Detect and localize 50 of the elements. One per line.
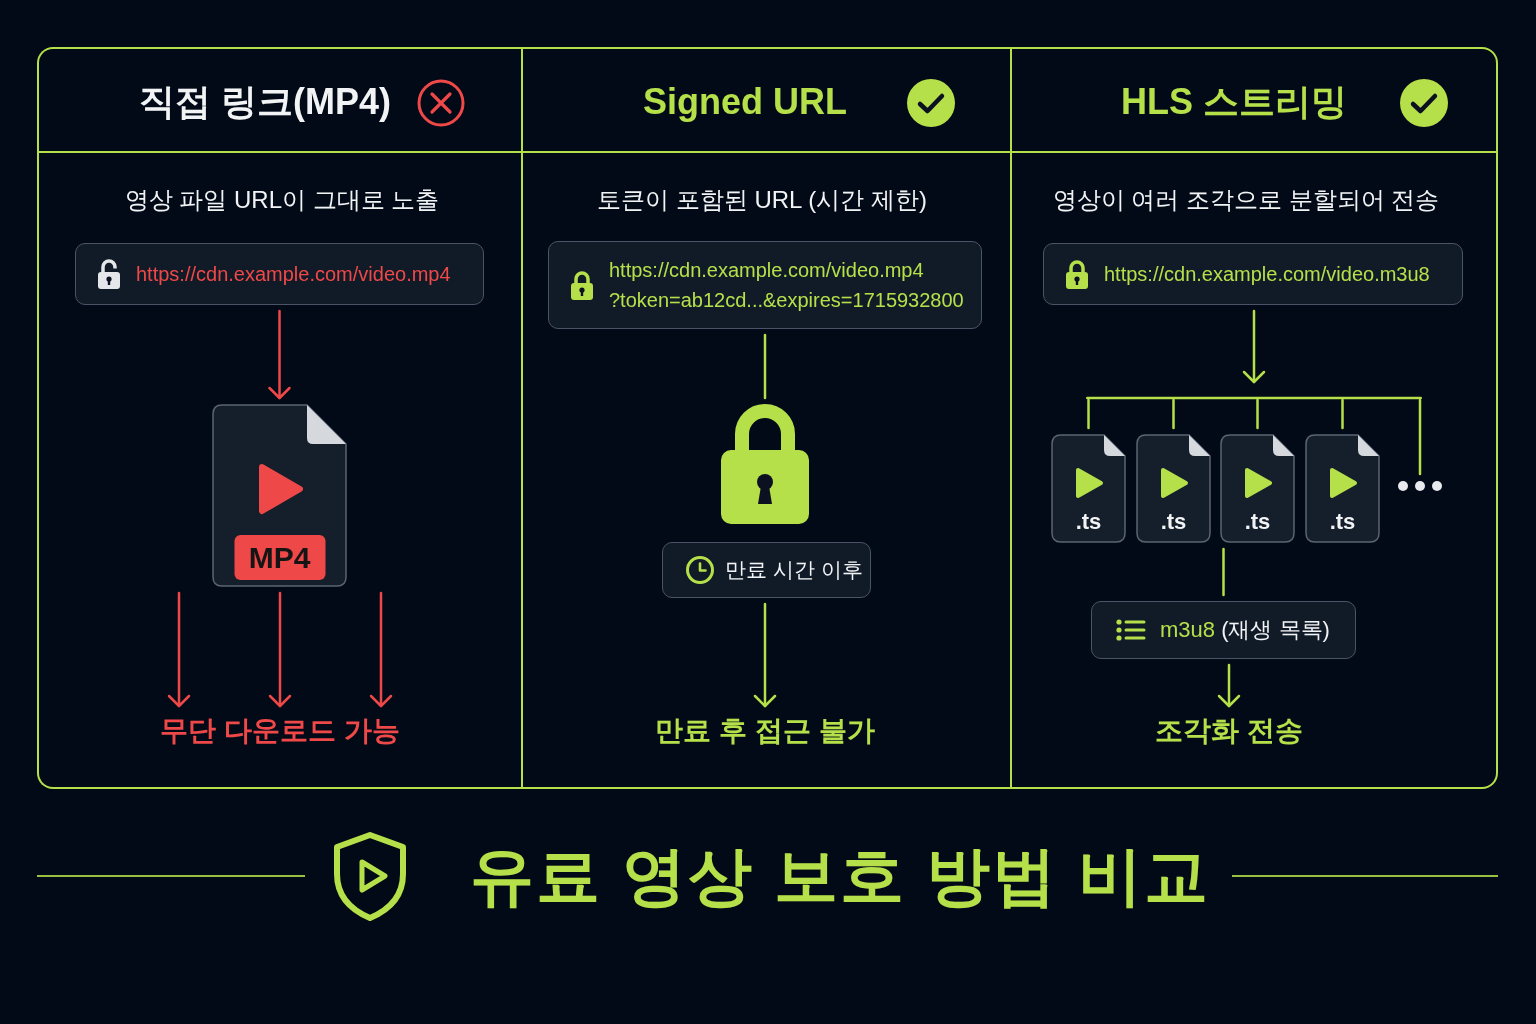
column-subtitle: 영상이 여러 조각으로 분할되어 전송 <box>1052 185 1440 215</box>
comparison-column <box>1010 47 1498 789</box>
expiry-chip <box>662 542 871 598</box>
column-heading: Signed URL <box>643 81 847 123</box>
padlock-icon <box>721 404 809 524</box>
column-subtitle: 토큰이 포함된 URL (시간 제한) <box>597 185 927 215</box>
result-text: 만료 후 접근 불가 <box>655 712 875 750</box>
chip-label: 만료 시간 이후 <box>725 557 863 584</box>
page-title: 유료 영상 보호 방법 비교 <box>470 838 1210 914</box>
column-heading: 직접 링크(MP4) <box>139 79 391 124</box>
segment-file <box>1136 434 1211 543</box>
segment-file <box>1220 434 1295 543</box>
arrow <box>268 309 291 400</box>
arrow <box>369 591 393 708</box>
segment-file <box>1051 434 1126 543</box>
url-text: https://cdn.example.com/video.m3u8 <box>1104 262 1430 287</box>
column-heading: HLS 스트리밍 <box>1121 79 1347 124</box>
connector-line <box>1256 398 1259 430</box>
url-bar <box>1043 243 1463 305</box>
arrow <box>1242 309 1266 384</box>
connector-line <box>1418 398 1422 476</box>
comparison-column <box>37 47 521 789</box>
arrow <box>753 602 777 708</box>
connector-line <box>1172 398 1175 430</box>
format-badge: MP4 <box>234 535 325 580</box>
url-bar <box>548 241 982 329</box>
url-text: https://cdn.example.com/video.mp4 <box>136 262 451 287</box>
playlist-chip <box>1091 601 1356 659</box>
junction-bar <box>1086 396 1422 400</box>
result-text: 무단 다운로드 가능 <box>160 712 400 750</box>
arrow <box>268 591 292 708</box>
connector-line <box>1222 547 1225 597</box>
file-extension: .ts <box>1160 508 1187 536</box>
comparison-column <box>521 47 1010 789</box>
file-extension: .ts <box>1075 508 1102 536</box>
video-file <box>212 404 347 587</box>
arrow <box>1217 663 1241 708</box>
file-extension: .ts <box>1329 508 1356 536</box>
chip-label: m3u8 (재생 목록) <box>1160 615 1330 644</box>
connector-line <box>763 333 767 400</box>
arrow <box>167 591 191 708</box>
segment-file <box>1305 434 1380 543</box>
ellipsis-icon <box>1397 480 1443 492</box>
file-extension: .ts <box>1244 508 1271 536</box>
url-text: https://cdn.example.com/video.mp4 ?token=ab12cd...&expires=1715932800 <box>609 258 965 313</box>
column-subtitle: 영상 파일 URL이 그대로 노출 <box>124 185 440 215</box>
url-bar <box>75 243 484 305</box>
connector-line <box>1341 398 1344 430</box>
connector-line <box>1087 398 1090 430</box>
result-text: 조각화 전송 <box>1155 712 1303 750</box>
